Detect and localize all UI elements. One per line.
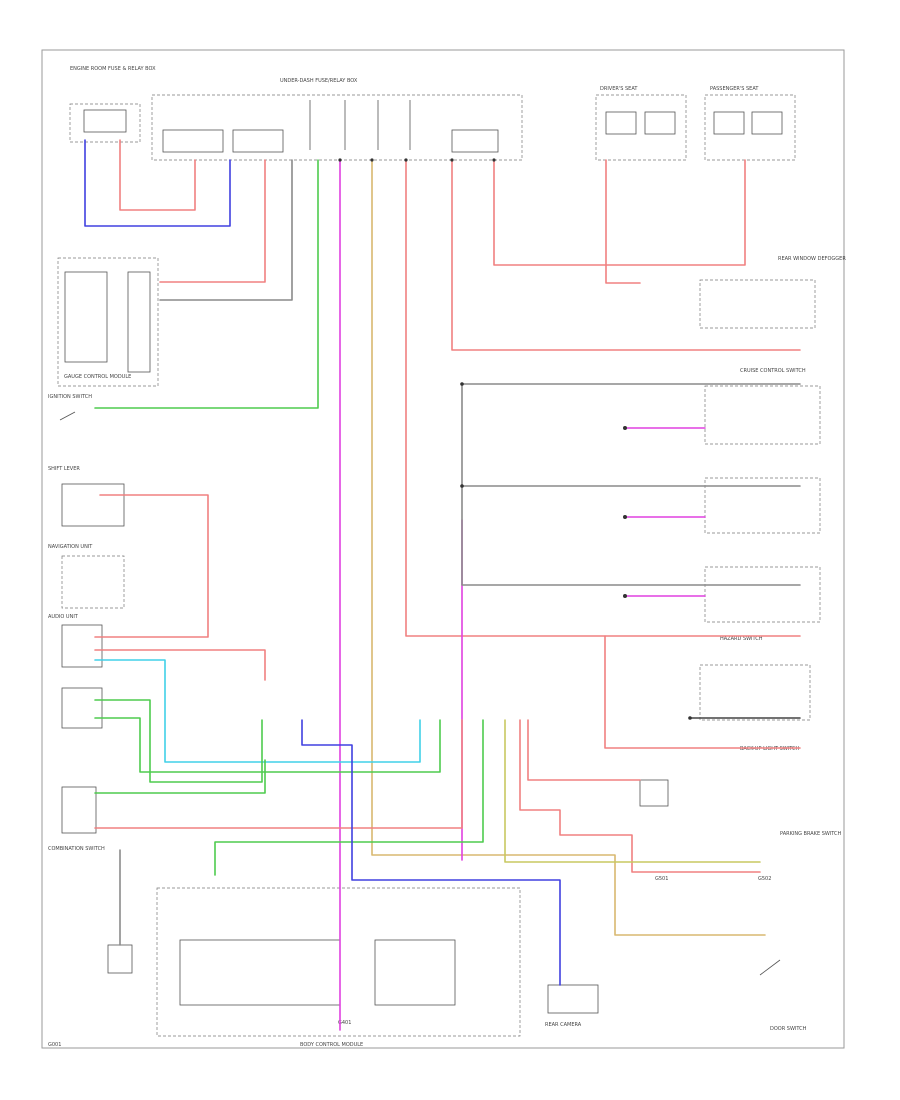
bottom-unit: BODY CONTROL MODULE G401 [156, 887, 521, 1048]
wire-red-right-lower-2 [527, 719, 641, 781]
wire-red-right-top [451, 159, 801, 351]
ignition-switch: IGNITION SWITCH SHIFT LEVER [48, 394, 92, 472]
audio-unit: AUDIO UNIT [48, 555, 125, 834]
wire-green-lower-3 [94, 759, 266, 794]
wire-blue-bottom [301, 719, 561, 986]
parking-brake-switch: PARKING BRAKE SWITCH [639, 779, 842, 837]
ground-g501: G501 [655, 876, 668, 882]
ground-label: G401 [338, 1020, 351, 1026]
gauge-control-module-label: GAUGE CONTROL MODULE [64, 374, 131, 380]
gauge-control-module: GAUGE CONTROL MODULE [57, 257, 159, 387]
rear-window-label: REAR WINDOW DEFOGGER [778, 256, 846, 262]
ignition-switch-label: IGNITION SWITCH [48, 394, 92, 400]
wire-red-mid [405, 159, 801, 637]
wire-red-gauge [159, 159, 266, 283]
ground-g502: G502 [758, 876, 771, 882]
shift-lever-label: SHIFT LEVER [48, 466, 80, 472]
hazard-switch-label: HAZARD SWITCH [720, 636, 763, 642]
wire-red-vertical-right [604, 635, 801, 749]
cruise-switch [704, 477, 821, 623]
diagram-frame [41, 49, 845, 1049]
wire-tan-long [371, 159, 766, 936]
top-left-component-label: ENGINE ROOM FUSE & RELAY BOX [70, 66, 156, 72]
left-seat-component: PASSENGER'S SEAT [704, 86, 796, 161]
connector-pins [338, 158, 692, 720]
wire-red-seat [605, 159, 641, 284]
parking-brake-label: PARKING BRAKE SWITCH [780, 831, 842, 837]
navigation-unit-label: NAVIGATION UNIT [48, 544, 93, 550]
wire-cyan [94, 659, 421, 763]
audio-unit-label: AUDIO UNIT [48, 614, 79, 620]
wire-green-lower-2 [94, 717, 441, 773]
navigation-unit: NAVIGATION UNIT [48, 483, 125, 550]
combination-switch-label: COMBINATION SWITCH [48, 846, 105, 852]
bottom-right-unit-label: REAR CAMERA [545, 1022, 582, 1028]
steering-switch-label: CRUISE CONTROL SWITCH [740, 368, 806, 374]
bottom-unit-label: BODY CONTROL MODULE [300, 1042, 363, 1048]
bottom-right-unit: REAR CAMERA [545, 984, 599, 1028]
wire-red-left-mid [94, 649, 266, 681]
right-seat-label: DRIVER'S SEAT [600, 86, 638, 92]
wire-red-lower [94, 719, 463, 829]
under-dash-fuse-box: UNDER-DASH FUSE/RELAY BOX [151, 78, 523, 161]
door-switch: DOOR SWITCH [759, 959, 807, 1032]
wire-red-right-lower [519, 719, 761, 873]
fuse-box-label: UNDER-DASH FUSE/RELAY BOX [280, 78, 358, 84]
wire-red-top-left [119, 139, 196, 211]
door-switch-label: DOOR SWITCH [770, 1026, 807, 1032]
wire-gray-gauge [159, 159, 293, 301]
rear-window-defogger: REAR WINDOW DEFOGGER [699, 256, 846, 329]
footer-code: G001 [48, 1042, 61, 1048]
wire-blue-top-left [84, 139, 231, 227]
wires [84, 139, 801, 1031]
right-seat-component: DRIVER'S SEAT [595, 86, 687, 161]
wire-green-lower-1 [94, 699, 263, 783]
hazard-switch: HAZARD SWITCH BACK-UP LIGHT SWITCH [699, 636, 811, 752]
reverse-switch-label: BACK-UP LIGHT SWITCH [740, 746, 799, 752]
wire-gray-bus-3 [461, 485, 801, 586]
wire-red-left-frame [94, 494, 209, 638]
top-left-component: ENGINE ROOM FUSE & RELAY BOX [69, 66, 156, 143]
steering-switch: CRUISE CONTROL SWITCH [704, 368, 821, 445]
wire-green-bottom [214, 719, 484, 876]
wire-olive-right [504, 719, 761, 863]
wire-green-long [94, 159, 319, 409]
wire-red-tail [493, 159, 746, 266]
wire-gray-bus-1 [461, 383, 801, 487]
left-seat-label: PASSENGER'S SEAT [710, 86, 759, 92]
